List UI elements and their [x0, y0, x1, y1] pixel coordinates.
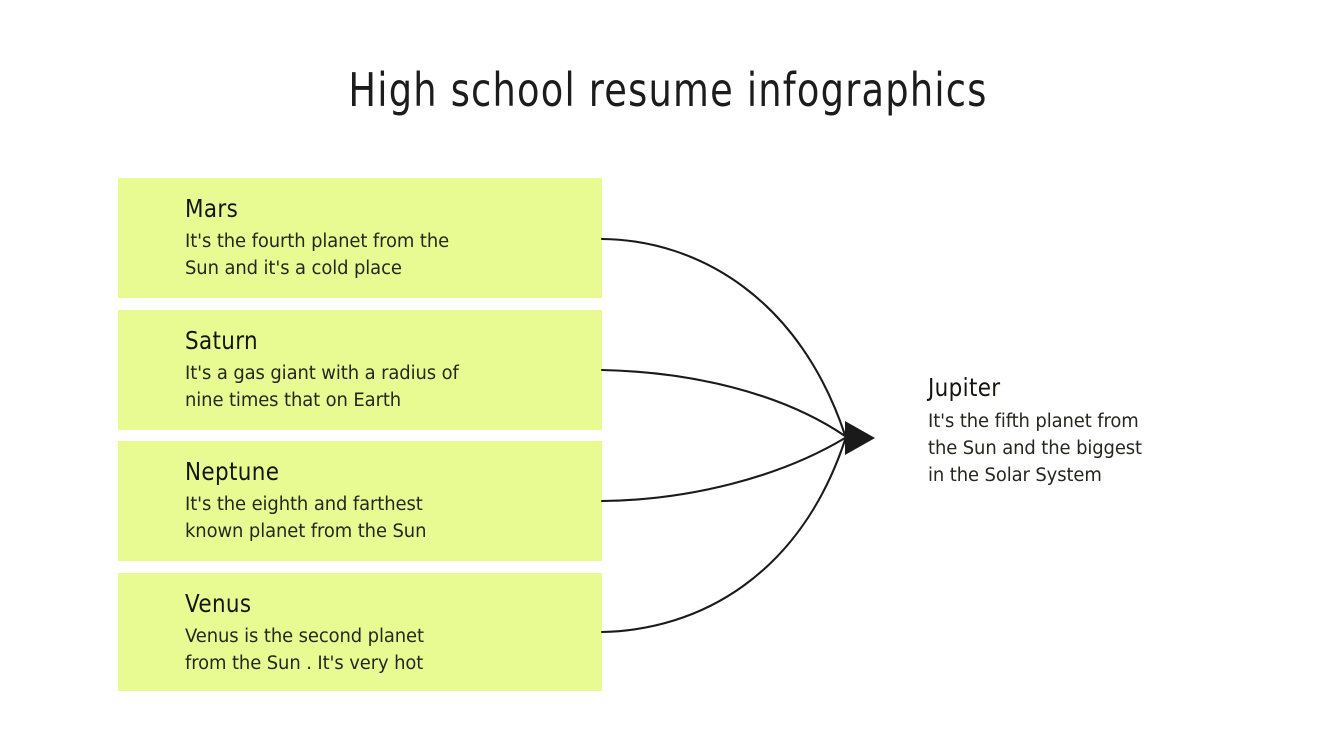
connector-line-mars — [600, 237, 847, 437]
card-body-line: It's a gas giant with a radius of — [185, 363, 459, 384]
card-title: Saturn — [185, 326, 259, 355]
card-body-line: It's the eighth and farthest — [185, 494, 423, 515]
card-venus[interactable]: Venus Venus is the second planet from th… — [118, 573, 602, 691]
card-saturn[interactable]: Saturn It's a gas giant with a radius of… — [118, 310, 602, 430]
card-body: Venus is the second planet from the Sun … — [185, 623, 566, 677]
card-title: Mars — [185, 194, 239, 223]
connector-line-saturn — [600, 368, 847, 438]
card-body-line: from the Sun . It's very hot — [185, 653, 424, 674]
arrowhead-icon — [845, 421, 875, 455]
card-body: It's the fourth planet from the Sun and … — [185, 228, 566, 282]
card-title: Venus — [185, 589, 252, 618]
card-body-line: Venus is the second planet — [185, 626, 424, 647]
card-mars[interactable]: Mars It's the fourth planet from the Sun… — [118, 178, 602, 298]
target-body-line: in the Solar System — [928, 465, 1102, 486]
target-node-jupiter[interactable]: Jupiter It's the fifth planet from the S… — [928, 372, 1228, 489]
target-body: It's the fifth planet from the Sun and t… — [928, 408, 1219, 489]
card-body: It's the eighth and farthest known plane… — [185, 491, 566, 545]
card-title: Neptune — [185, 457, 280, 486]
card-body: It's a gas giant with a radius of nine t… — [185, 360, 566, 414]
target-title: Jupiter — [928, 373, 1001, 402]
card-body-line: It's the fourth planet from the — [185, 231, 450, 252]
card-body-line: Sun and it's a cold place — [185, 258, 402, 279]
target-body-line: It's the fifth planet from — [928, 411, 1139, 432]
card-body-line: nine times that on Earth — [185, 390, 402, 411]
page-title: High school resume infographics — [348, 63, 988, 117]
card-neptune[interactable]: Neptune It's the eighth and farthest kno… — [118, 441, 602, 561]
connector-line-venus — [600, 438, 847, 634]
target-body-line: the Sun and the biggest — [928, 438, 1142, 459]
card-body-line: known planet from the Sun — [185, 521, 427, 542]
connector-line-neptune — [600, 436, 847, 503]
